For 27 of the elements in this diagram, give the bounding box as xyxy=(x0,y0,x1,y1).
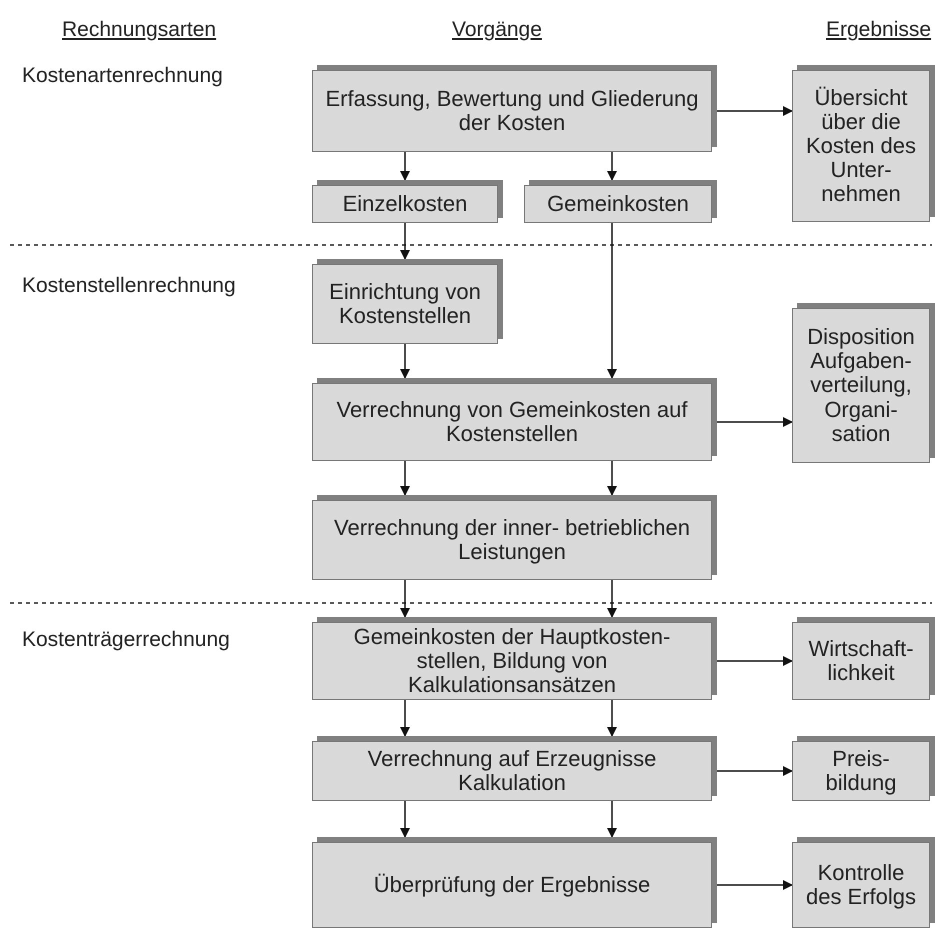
box-text: Gemeinkosten xyxy=(547,192,689,216)
column-heading: Vorgänge xyxy=(452,17,542,43)
box-text: Disposition Aufgaben- verteilung, Organi- sation xyxy=(806,325,916,446)
arrow xyxy=(717,417,793,427)
arrow xyxy=(717,656,793,666)
box-text: Preis- bildung xyxy=(824,746,898,796)
box-text: Wirtschaft- lichkeit xyxy=(807,636,915,686)
box-text: Verrechnung der inner- betrieblichen Leistungen xyxy=(333,516,691,564)
box-text: Verrechnung auf Erzeugnisse Kalkulation xyxy=(366,746,658,796)
box-text: Übersicht über die Kosten des Unter- nehmen xyxy=(804,86,918,206)
box-text: Überprüfung der Ergebnisse xyxy=(374,872,650,898)
arrow xyxy=(717,766,793,776)
arrow xyxy=(717,106,793,116)
box-text: Kontrolle des Erfolgs xyxy=(804,860,918,910)
row-label: Kostenartenrechnung xyxy=(22,63,223,89)
box-text: Gemeinkosten der Hauptkosten- stellen, Bildung von Kalkulationsansätzen xyxy=(352,624,672,698)
arrow xyxy=(400,344,410,379)
box-text: Einrichtung von Kostenstellen xyxy=(328,280,482,328)
box-text: Verrechnung von Gemeinkosten auf Kostenstellen xyxy=(335,398,688,446)
row-label: Kostenträgerrechnung xyxy=(22,627,230,653)
row-label: Kostenstellenrechnung xyxy=(22,273,236,299)
column-heading: Rechnungsarten xyxy=(62,17,216,43)
arrow xyxy=(607,700,617,737)
column-heading: Ergebnisse xyxy=(826,17,932,43)
arrow xyxy=(400,700,410,737)
box-text: Erfassung, Bewertung und Gliederung der Kosten xyxy=(324,86,700,136)
box-text: Einzelkosten xyxy=(342,192,468,216)
